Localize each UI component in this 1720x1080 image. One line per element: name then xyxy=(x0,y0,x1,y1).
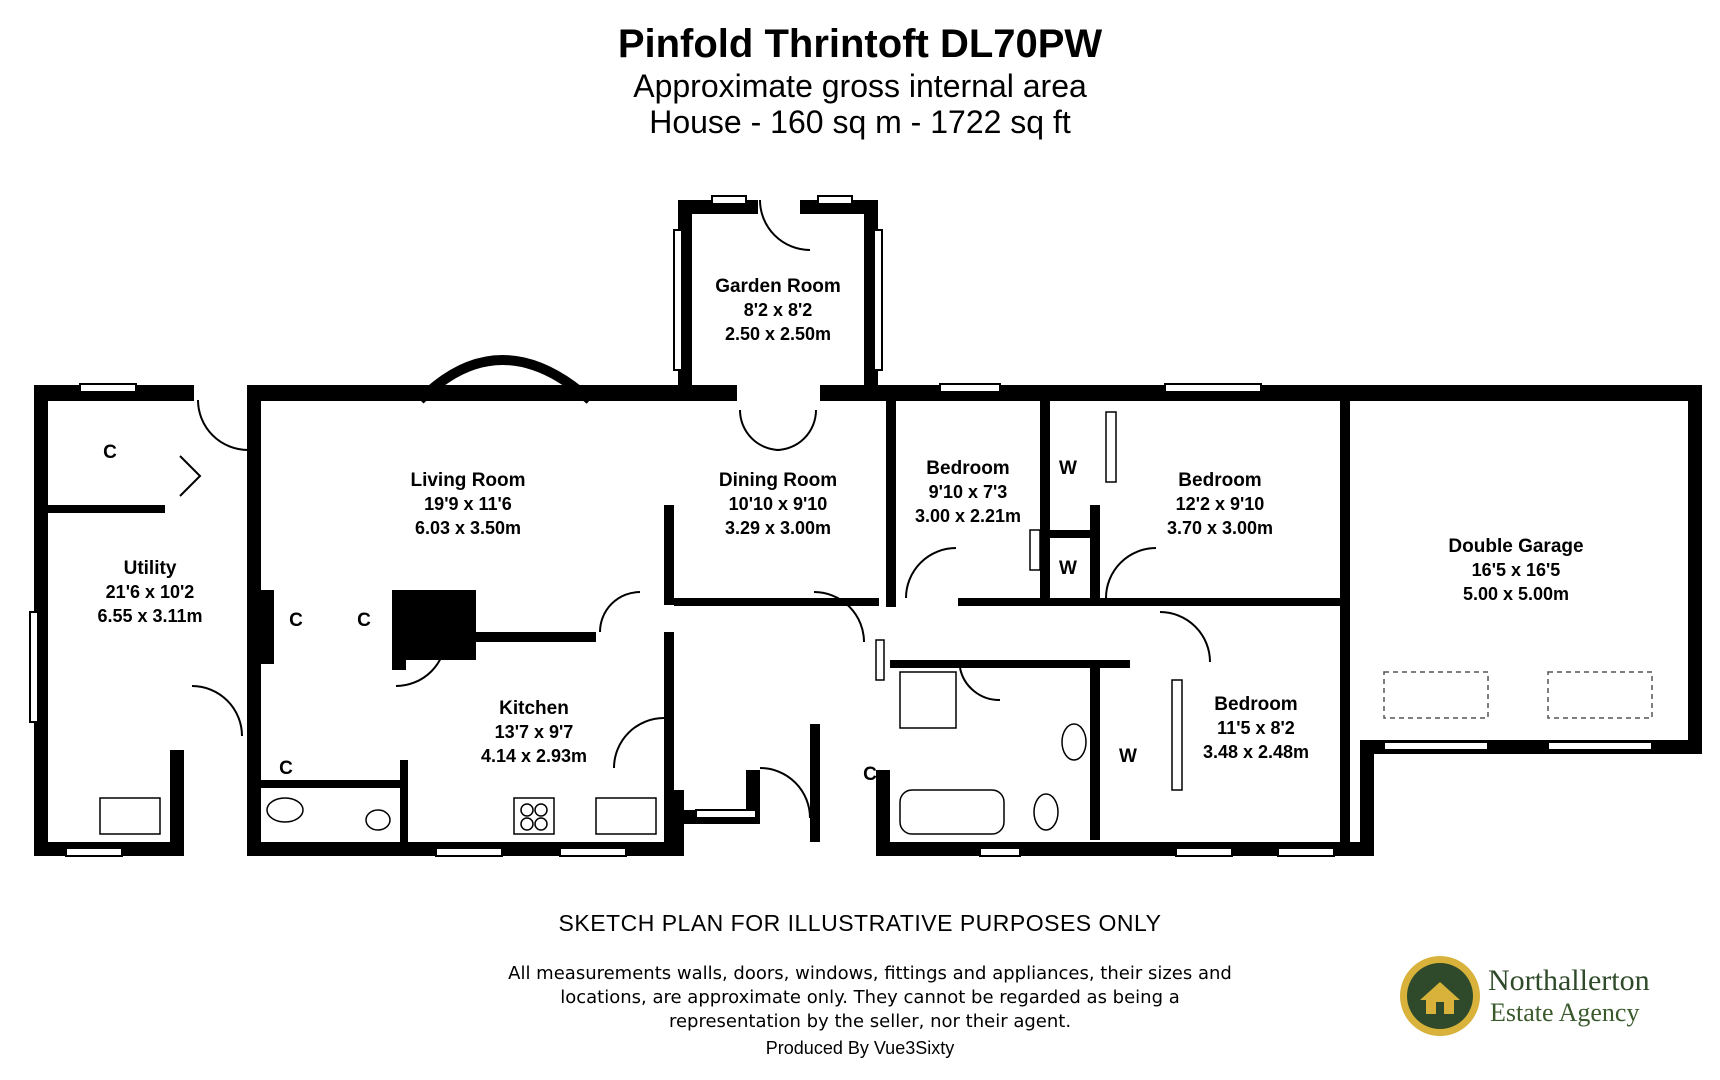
room-name: Dining Room xyxy=(719,470,837,491)
room-imperial: 11'5 x 8'2 xyxy=(1217,718,1295,738)
room-metric: 2.50 x 2.50m xyxy=(725,324,831,344)
producer-credit: Produced By Vue3Sixty xyxy=(765,1038,955,1058)
interior-walls xyxy=(45,401,1350,843)
room-metric: 4.14 x 2.93m xyxy=(481,746,587,766)
wardrobe-label: W xyxy=(1059,558,1077,579)
wardrobe-rail-2 xyxy=(1171,679,1183,791)
room-metric: 5.00 x 5.00m xyxy=(1463,584,1569,604)
plan-subtitle: Approximate gross internal area xyxy=(633,68,1087,104)
room-metric: 3.00 x 2.21m xyxy=(915,506,1021,526)
logo-name: Northallerton xyxy=(1488,964,1650,997)
disclaimer-body: All measurements walls, doors, windows, … xyxy=(508,963,1232,1032)
header: Pinfold Thrintoft DL70PW Approximate gro… xyxy=(0,20,1720,140)
cupboard-label: C xyxy=(289,610,303,631)
wc-basin xyxy=(365,809,391,831)
cupboard-label: C xyxy=(357,610,371,631)
room-metric: 3.70 x 3.00m xyxy=(1167,518,1273,538)
room-imperial: 9'10 x 7'3 xyxy=(929,482,1008,502)
cupboard-label: C xyxy=(103,442,117,463)
cupboard-label: C xyxy=(279,758,293,779)
shower-tray xyxy=(899,671,957,729)
room-name: Living Room xyxy=(410,470,525,491)
wardrobe-label: W xyxy=(1059,458,1077,479)
room-imperial: 10'10 x 9'10 xyxy=(729,494,828,514)
room-imperial: 16'5 x 16'5 xyxy=(1472,560,1561,580)
room-imperial: 12'2 x 9'10 xyxy=(1176,494,1265,514)
room-labels: Garden Room 8'2 x 8'2 2.50 x 2.50m Livin… xyxy=(97,276,1583,785)
fixtures xyxy=(99,411,1183,835)
wc-toilet xyxy=(266,797,304,823)
plan-area: House - 160 sq m - 1722 sq ft xyxy=(649,104,1071,140)
room-metric: 3.29 x 3.00m xyxy=(725,518,831,538)
disclaimer-heading: SKETCH PLAN FOR ILLUSTRATIVE PURPOSES ON… xyxy=(558,910,1162,936)
room-metric: 6.55 x 3.11m xyxy=(97,606,202,626)
room-name: Bedroom xyxy=(926,458,1009,479)
house-seal-icon xyxy=(1400,956,1480,1036)
room-imperial: 13'7 x 9'7 xyxy=(495,722,574,742)
garage-door-markers xyxy=(1383,671,1653,719)
room-name: Garden Room xyxy=(715,276,841,297)
room-imperial: 8'2 x 8'2 xyxy=(744,300,813,320)
room-name: Kitchen xyxy=(499,698,569,719)
room-imperial: 19'9 x 11'6 xyxy=(424,494,512,514)
room-name: Double Garage xyxy=(1448,536,1583,557)
windows xyxy=(29,195,1653,857)
cupboard-label: C xyxy=(863,764,877,785)
toilet xyxy=(1033,793,1059,831)
room-imperial: 21'6 x 10'2 xyxy=(106,582,195,602)
room-metric: 6.03 x 3.50m xyxy=(415,518,521,538)
agency-logo: Northallerton Estate Agency xyxy=(1398,950,1698,1040)
wardrobe-rail xyxy=(1105,411,1117,483)
basin xyxy=(1061,723,1087,761)
plan-title: Pinfold Thrintoft DL70PW xyxy=(617,22,1103,66)
wardrobe-label: W xyxy=(1119,746,1137,767)
room-metric: 3.48 x 2.48m xyxy=(1203,742,1309,762)
bay-window xyxy=(416,355,594,404)
bath xyxy=(899,789,1005,835)
room-name: Bedroom xyxy=(1178,470,1261,491)
room-name: Utility xyxy=(124,558,177,579)
doors xyxy=(179,199,1211,819)
room-name: Bedroom xyxy=(1214,694,1297,715)
utility-sink xyxy=(99,797,161,835)
kitchen-sink xyxy=(595,797,657,835)
hob xyxy=(513,797,555,835)
logo-tagline: Estate Agency xyxy=(1490,998,1640,1027)
